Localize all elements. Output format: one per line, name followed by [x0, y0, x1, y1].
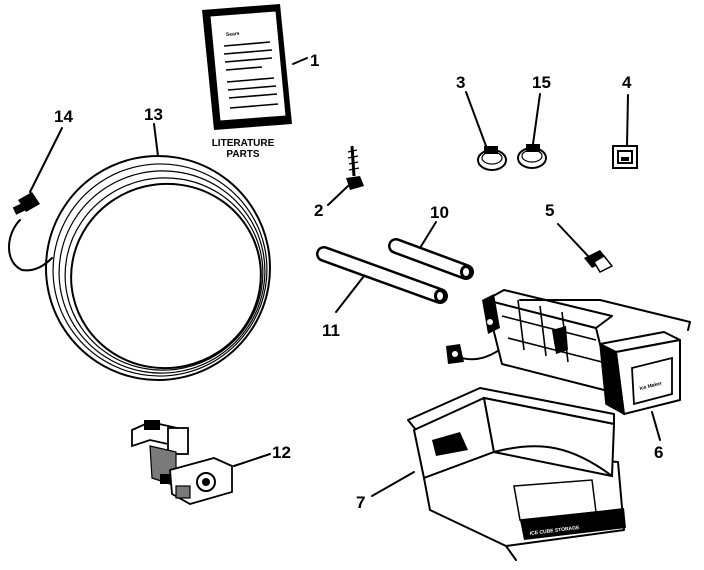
callout-line-13 [153, 123, 159, 157]
literature-caption-line2: PARTS [226, 149, 259, 160]
callout-11: 11 [322, 321, 340, 340]
literature-caption-line1: LITERATURE [212, 138, 275, 149]
ice-maker-label: Ice Maker [639, 381, 663, 392]
literature-booklet: Sears [202, 4, 292, 130]
callout-line-11 [335, 275, 365, 313]
screw [346, 145, 364, 190]
callout-15: 15 [532, 73, 551, 92]
water-line-fitting [8, 192, 53, 272]
tube-long [316, 246, 448, 304]
callout-12: 12 [272, 443, 291, 462]
callout-line-6 [651, 411, 661, 441]
callout-line-14 [29, 127, 63, 193]
square-cap [612, 145, 638, 169]
callout-1: 1 [310, 51, 319, 70]
tube-short [388, 238, 474, 280]
callout-14: 14 [54, 107, 73, 126]
hose-clamp-3 [477, 146, 507, 171]
callout-line-5 [557, 223, 589, 257]
callout-10: 10 [430, 203, 449, 222]
water-valve [131, 420, 233, 505]
retaining-clip [584, 250, 614, 273]
callout-line-1 [292, 57, 308, 65]
callout-4: 4 [622, 73, 632, 92]
callout-line-7 [371, 471, 415, 497]
callout-5: 5 [545, 201, 554, 220]
ice-maker-assembly: Ice Maker [446, 289, 691, 416]
callout-line-15 [532, 93, 541, 145]
callout-line-2 [327, 185, 349, 206]
callout-2: 2 [314, 201, 323, 220]
callout-3: 3 [456, 73, 465, 92]
callout-line-4 [626, 94, 629, 147]
callout-13: 13 [144, 105, 163, 124]
hose-clamp-15 [517, 144, 547, 169]
callout-6: 6 [654, 443, 663, 462]
callout-line-3 [465, 91, 487, 147]
callout-line-10 [419, 221, 437, 249]
booklet-brand: Sears [226, 31, 240, 38]
coiled-water-line [45, 155, 271, 381]
callout-line-12 [233, 453, 271, 467]
callout-7: 7 [356, 493, 365, 512]
ice-storage-bin: ICE CUBE STORAGE [407, 387, 626, 561]
